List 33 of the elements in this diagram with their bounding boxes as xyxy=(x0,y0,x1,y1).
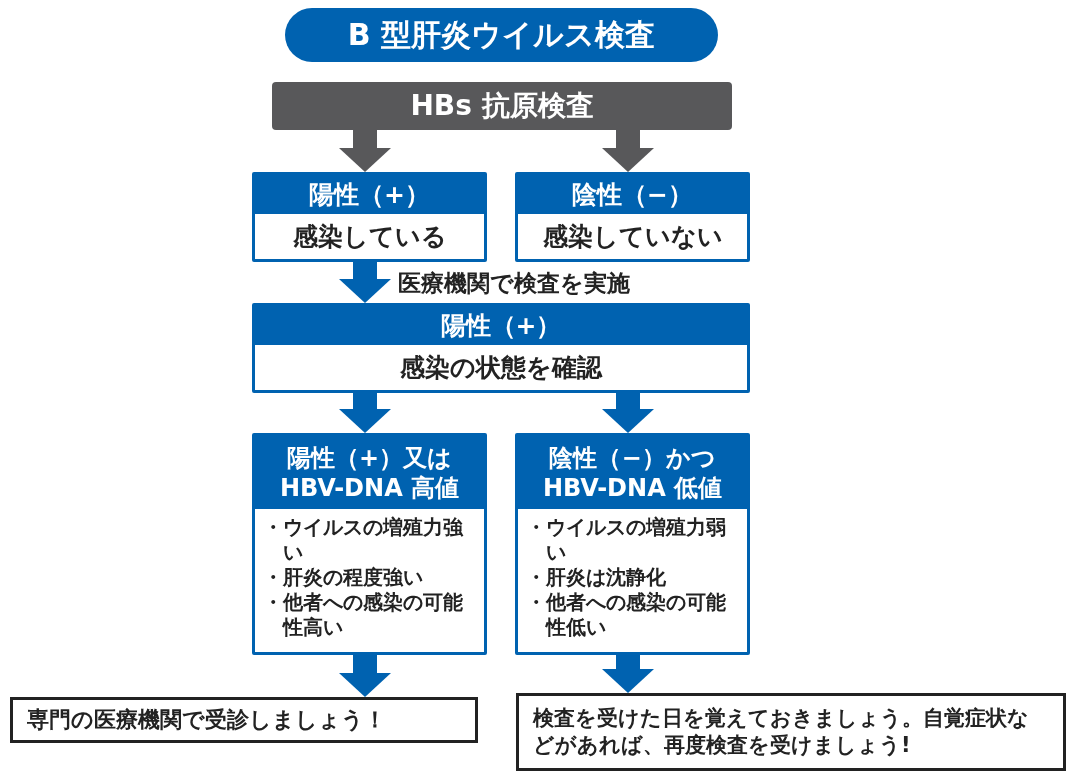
result-box xyxy=(515,433,750,655)
bullet-item: ・ウイルスの増殖力強い xyxy=(263,515,465,565)
note-box xyxy=(10,697,478,743)
box-text: 専門の医療機関で受診しましょう！ xyxy=(27,705,387,734)
arrow xyxy=(339,393,391,433)
process-box xyxy=(272,82,732,130)
note-box xyxy=(516,693,1066,771)
bullet-item: ・肝炎は沈静化 xyxy=(526,565,667,590)
box-text: 感染していない xyxy=(541,220,724,253)
box-heading: 陰性（−） xyxy=(571,178,694,211)
box-heading: 陰性（−）かつ HBV-DNA 低値 xyxy=(541,442,724,504)
bullet-item: ・他者への感染の可能性低い xyxy=(526,590,727,640)
box-heading: HBs 抗原検査 xyxy=(409,88,595,124)
bullet-item: ・ウイルスの増殖力弱い xyxy=(526,515,727,565)
result-box xyxy=(252,172,487,262)
bullet-item: ・肝炎の程度強い xyxy=(263,565,424,590)
arrow xyxy=(339,262,391,303)
arrow xyxy=(602,130,654,172)
box-text: 感染している xyxy=(291,220,448,253)
result-box xyxy=(252,303,750,393)
arrow xyxy=(602,655,654,693)
result-box xyxy=(252,433,487,655)
box-text: 感染の状態を確認 xyxy=(399,351,604,384)
box-heading: 陽性（+）又は HBV-DNA 高値 xyxy=(278,442,461,504)
box-heading: 陽性（+） xyxy=(308,178,431,211)
box-heading: 陽性（+） xyxy=(439,309,563,342)
bullet-item: ・他者への感染の可能性高い xyxy=(263,590,464,640)
title-pill: B 型肝炎ウイルス検査 xyxy=(285,8,718,62)
result-box xyxy=(515,172,750,262)
arrow xyxy=(339,655,391,697)
arrow xyxy=(602,393,654,433)
arrow xyxy=(339,130,391,172)
box-text: 検査を受けた日を覚えておきましょう。自覚症状などがあれば、再度検査を受けましょう! xyxy=(533,704,1030,759)
